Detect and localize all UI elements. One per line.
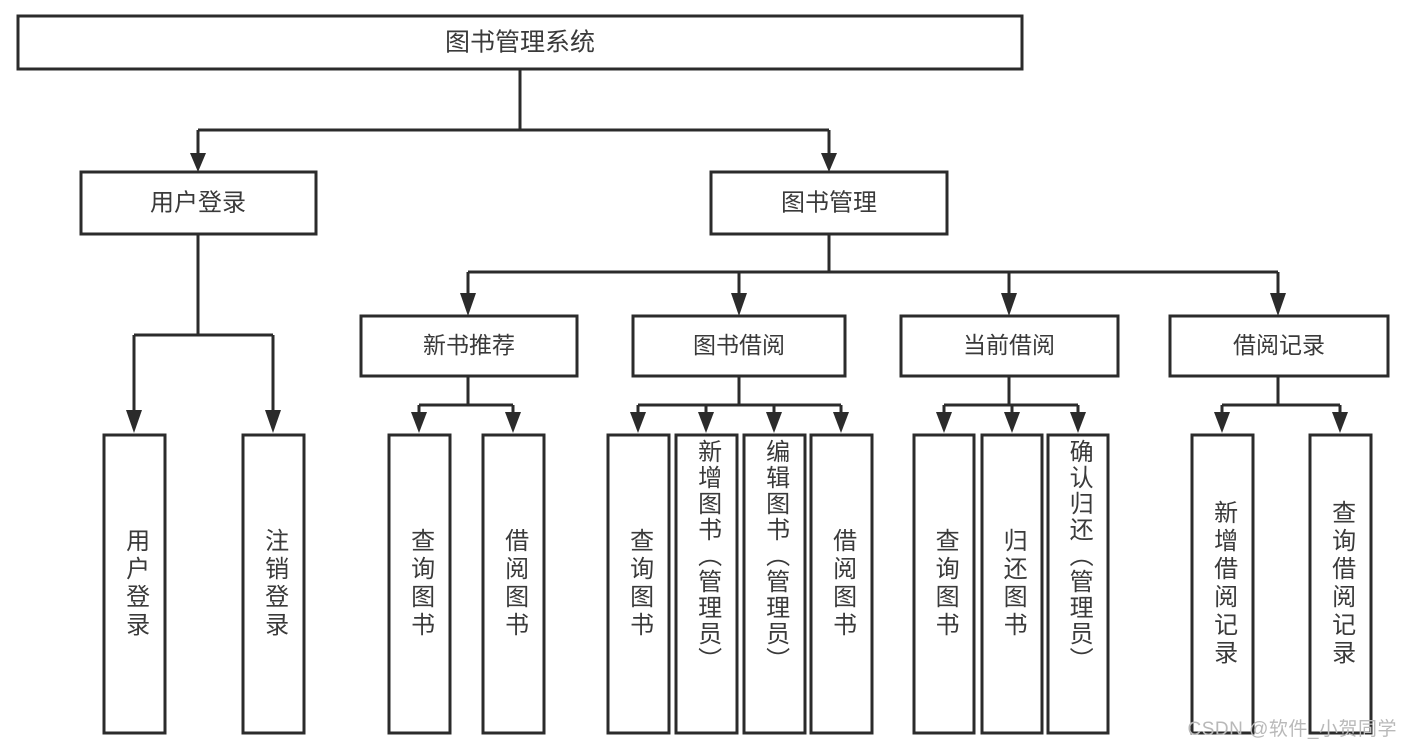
node-leaf-query-book-3[interactable]: [912, 433, 976, 735]
node-leaf-borrow-book-1[interactable]: [481, 433, 546, 735]
arrow-head-leaf-user-logout: [265, 410, 281, 433]
arrow-head-leaf-return-book: [1004, 412, 1020, 433]
connector-group-new-book-recommend: [411, 376, 521, 433]
node-leaf-borrow-book-1-box[interactable]: [481, 433, 546, 735]
node-current-borrow-label: 当前借阅: [963, 332, 1055, 358]
node-leaf-edit-book-box[interactable]: [742, 433, 807, 735]
node-new-book-recommend-box[interactable]: [359, 314, 579, 378]
node-borrow-record-label: 借阅记录: [1233, 332, 1325, 358]
node-book-manage[interactable]: 图书管理: [709, 170, 949, 236]
node-leaf-add-book-box[interactable]: [674, 433, 739, 735]
node-leaf-edit-book[interactable]: [742, 433, 807, 735]
connector-group-root: [190, 69, 837, 172]
node-leaf-borrow-book-2[interactable]: [809, 433, 874, 735]
node-leaf-add-record-box[interactable]: [1190, 433, 1255, 735]
node-user-login-box[interactable]: [79, 170, 318, 236]
node-book-borrow[interactable]: 图书借阅: [631, 314, 847, 378]
node-leaf-user-login-box[interactable]: [102, 433, 167, 735]
arrow-head-leaf-add-book: [698, 412, 714, 433]
node-leaf-user-login[interactable]: [102, 433, 167, 735]
node-book-manage-box[interactable]: [709, 170, 949, 236]
node-user-login[interactable]: 用户登录: [79, 170, 318, 236]
node-current-borrow-box[interactable]: [899, 314, 1120, 378]
csdn-watermark: CSDN @软件_小贺同学: [1187, 719, 1397, 740]
arrow-head-user-login: [190, 153, 206, 172]
arrow-head-leaf-add-record: [1214, 412, 1230, 433]
node-leaf-query-record-box[interactable]: [1308, 433, 1373, 735]
arrow-head-leaf-borrow-book-1: [505, 412, 521, 433]
node-leaf-query-book-1-box[interactable]: [387, 433, 452, 735]
connector-group-book-borrow: [630, 376, 849, 433]
node-book-manage-label: 图书管理: [781, 189, 877, 216]
arrow-head-book-borrow: [731, 293, 747, 316]
node-root[interactable]: 图书管理系统: [16, 14, 1024, 71]
connector-group-user-login: [126, 234, 281, 433]
node-new-book-recommend-label: 新书推荐: [423, 332, 515, 358]
node-book-borrow-box[interactable]: [631, 314, 847, 378]
arrow-head-leaf-confirm-return: [1070, 412, 1086, 433]
node-new-book-recommend[interactable]: 新书推荐: [359, 314, 579, 378]
node-leaf-query-book-2[interactable]: [606, 433, 671, 735]
arrow-head-leaf-query-book-3: [936, 412, 952, 433]
arrow-head-new-book-recommend: [460, 293, 476, 316]
node-leaf-return-book-box[interactable]: [980, 433, 1044, 735]
node-leaf-return-book[interactable]: [980, 433, 1044, 735]
node-current-borrow[interactable]: 当前借阅: [899, 314, 1120, 378]
connector-group-current-borrow: [936, 376, 1086, 433]
connector-group-borrow-record: [1214, 376, 1348, 433]
node-leaf-user-logout[interactable]: [241, 433, 306, 735]
node-leaf-query-book-1[interactable]: [387, 433, 452, 735]
node-leaf-query-book-3-box[interactable]: [912, 433, 976, 735]
arrow-head-leaf-query-book-1: [411, 412, 427, 433]
arrow-head-leaf-edit-book: [766, 412, 782, 433]
node-root-box[interactable]: [16, 14, 1024, 71]
node-leaf-add-record[interactable]: [1190, 433, 1255, 735]
arrow-head-book-manage: [821, 153, 837, 172]
arrow-head-leaf-query-book-2: [630, 412, 646, 433]
arrow-head-borrow-record: [1270, 293, 1286, 316]
node-leaf-user-logout-box[interactable]: [241, 433, 306, 735]
node-leaf-add-book[interactable]: [674, 433, 739, 735]
arrow-head-leaf-user-login: [126, 410, 142, 433]
node-leaf-confirm-return-box[interactable]: [1046, 433, 1110, 735]
connector-group-book-manage: [460, 234, 1286, 316]
arrow-head-leaf-query-record: [1332, 412, 1348, 433]
arrow-head-leaf-borrow-book-2: [833, 412, 849, 433]
node-leaf-query-record[interactable]: [1308, 433, 1373, 735]
node-book-borrow-label: 图书借阅: [693, 332, 785, 358]
arrow-head-current-borrow: [1001, 293, 1017, 316]
node-borrow-record[interactable]: 借阅记录: [1168, 314, 1390, 378]
node-root-label: 图书管理系统: [445, 29, 595, 57]
node-leaf-query-book-2-box[interactable]: [606, 433, 671, 735]
node-leaf-confirm-return[interactable]: [1046, 433, 1110, 735]
node-leaf-borrow-book-2-box[interactable]: [809, 433, 874, 735]
node-user-login-label: 用户登录: [150, 189, 246, 216]
node-borrow-record-box[interactable]: [1168, 314, 1390, 378]
